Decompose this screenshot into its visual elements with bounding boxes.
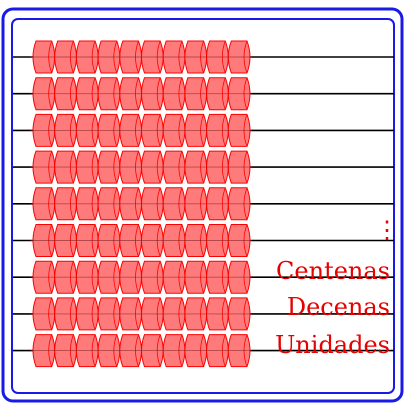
label-decenas: Decenas — [287, 293, 390, 321]
label-centenas: Centenas — [276, 257, 390, 285]
label-unidades: Unidades — [275, 331, 390, 359]
inner-frame — [11, 18, 395, 394]
beads-group — [30, 40, 252, 368]
more-places-ellipsis: ⋮ — [375, 216, 399, 244]
outer-frame — [1, 7, 404, 403]
